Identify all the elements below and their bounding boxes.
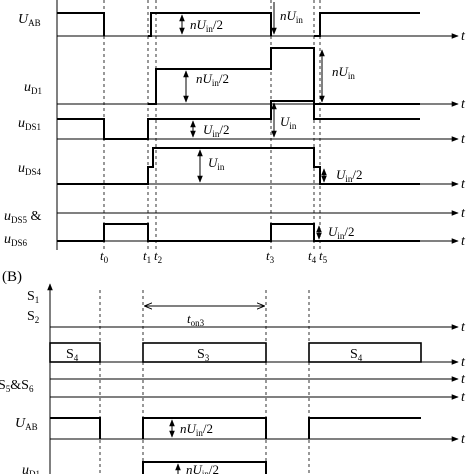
axis-t-label: t	[461, 206, 466, 221]
annot-ud1-n-uin: nUin	[332, 64, 355, 81]
label-uds1: uDS1	[18, 116, 41, 132]
axis-t-label: t	[461, 372, 466, 387]
panel-a-row-labels: UAB uD1 uDS1 uDS4 uDS5 & uDS6	[4, 12, 42, 248]
axis-t-label: t	[461, 390, 466, 405]
annot-uab-n-uin: nUin	[280, 8, 303, 25]
annot-uds4-uin-half: Uin/2	[336, 167, 363, 184]
panel-a-time-marks: t0 t1 t2 t3 t4 t5	[100, 248, 328, 265]
annot-uds1-uin: Uin	[280, 114, 297, 131]
box-label-s4-left: S4	[66, 347, 79, 363]
panel-b	[47, 283, 459, 474]
panel-b-axis-t-labels: t t t t t	[461, 320, 466, 447]
label-s1: S1	[27, 289, 39, 305]
time-mark-t3: t3	[266, 248, 275, 265]
annot-uds4-uin: Uin	[208, 155, 225, 172]
panel-a	[56, 0, 459, 250]
panel-b-marker-lines	[99, 290, 310, 474]
time-mark-t1: t1	[143, 248, 151, 265]
label-uds6: uDS6	[4, 232, 28, 248]
box-s4-right	[308, 342, 422, 363]
waveform-uds1	[57, 100, 420, 140]
waveform-ud1	[148, 47, 420, 105]
waveform-uds56	[57, 223, 420, 242]
axis-t-label: t	[461, 355, 466, 370]
axis-t-label: t	[461, 320, 466, 335]
box-label-s4-right: S4	[350, 347, 363, 363]
panel-a-axis-t-labels: t t t t t t	[461, 29, 466, 249]
annot-uab-n-uin-half: nUin/2	[190, 17, 223, 34]
label-uds5: uDS5 &	[4, 209, 42, 225]
annot-ud1-b-n-uin-half: nUin/2	[186, 462, 219, 474]
annot-ud1-n-uin-half: nUin/2	[196, 71, 229, 88]
annot-uds6-uin-half: Uin/2	[328, 224, 355, 241]
label-s2: S2	[27, 309, 39, 325]
time-mark-t0: t0	[100, 248, 109, 265]
annot-uds1-uin-half: Uin/2	[203, 122, 230, 139]
time-mark-t2: t2	[154, 248, 162, 265]
waveform-uab-3	[314, 12, 420, 37]
label-uab: UAB	[18, 12, 41, 28]
waveform-ud1-b	[142, 461, 267, 474]
label-uab-b: UAB	[15, 416, 38, 432]
axis-t-label: t	[461, 97, 466, 112]
waveform-uab-b-3	[308, 417, 421, 439]
waveform-uab-b	[50, 417, 101, 439]
box-label-s3: S3	[197, 347, 210, 363]
axis-t-label: t	[461, 177, 466, 192]
panel-a-annotations: nUin/2 nUin nUin/2 nUin Uin/2 Uin Uin Ui…	[190, 8, 363, 241]
label-ud1-b: uD1	[22, 463, 40, 474]
label-s5-s6: S5&S6	[0, 378, 34, 394]
label-uds4: uDS4	[18, 161, 42, 177]
axis-t-label: t	[461, 234, 466, 249]
panel-b-row-labels: S1 S2 S5&S6 UAB uD1	[0, 289, 40, 474]
axis-t-label: t	[461, 132, 466, 147]
axis-t-label: t	[461, 432, 466, 447]
annot-uab-b-n-uin-half: nUin/2	[180, 421, 213, 438]
axis-t-label: t	[461, 29, 466, 44]
label-ton3: ton3	[187, 311, 205, 328]
panel-b-label: (B)	[2, 269, 22, 285]
waveform-uds4	[57, 147, 420, 185]
time-mark-t4: t4	[308, 248, 317, 265]
label-ud1: uD1	[24, 80, 42, 96]
waveform-uab	[57, 12, 105, 36]
time-mark-t5: t5	[319, 248, 328, 265]
